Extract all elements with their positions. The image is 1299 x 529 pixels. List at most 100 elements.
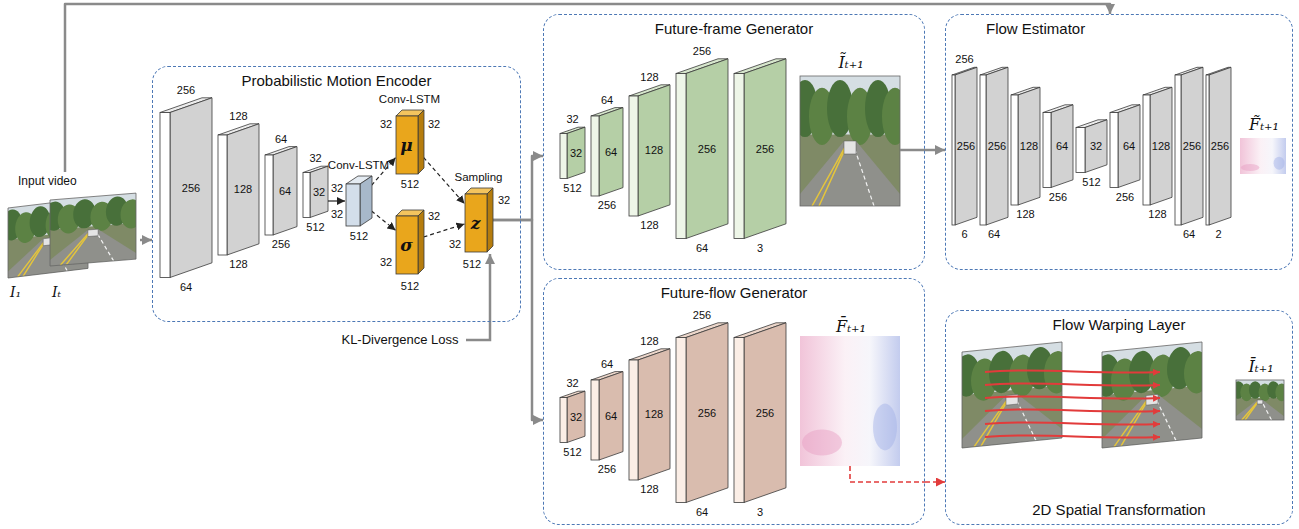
flow-image [800,336,900,466]
dimension-label: 128 [1020,140,1038,152]
layer-block [676,323,728,503]
drawing-part [88,229,98,236]
dimension-label: 32 [428,118,440,130]
drawing-part [955,67,977,225]
dimension-label: 512 [401,280,419,292]
drawing-part [686,59,728,239]
drawing-part [487,188,493,252]
drawing-part [273,147,297,235]
input-video: Input videoI₁Iₜ [4,172,140,306]
video-frame [790,76,910,206]
drawing-part [800,76,900,206]
drawing-part [1114,397,1149,447]
connector-arrow [65,4,1110,172]
warp-arrow [985,422,1160,424]
layer-block [560,127,585,178]
dimension-label: 32 [449,238,461,250]
conv-lstm-block: Conv-LSTM [346,176,372,226]
group-title: Probabilistic Motion Encoder [153,72,520,90]
variable-symbol: μ [396,134,418,154]
dimension-label: 128 [645,408,663,420]
drawing-part [599,108,623,196]
dimension-label: 512 [1082,175,1100,187]
layer-block [1110,105,1140,188]
drawing-part [1275,384,1284,402]
dimension-label: 128 [229,258,247,270]
drawing-part [560,398,567,443]
frame-lead-line [900,149,925,152]
dimension-label: 256 [698,407,716,419]
drawing-part [873,404,897,451]
generator-group: Future-flow GeneratorF̄ₜ₊₁ [543,278,925,525]
layer-block [629,85,670,216]
dimension-label: 64 [605,146,617,158]
dimension-label: 256 [598,463,616,475]
layer-block [1076,120,1107,173]
drawing-part [303,173,310,218]
drawing-part [986,67,1008,225]
drawing-part [981,397,1010,446]
drawing-part [591,116,599,196]
dimension-label: 256 [756,407,774,419]
dimension-label: 64 [1123,140,1135,152]
latent-block: Samplingz [465,188,493,252]
drawing-part [819,144,848,206]
drawing-part [465,194,487,252]
layer-block [218,124,259,255]
drawing-part [1102,342,1202,448]
drawing-part [1018,87,1040,205]
dimension-label: 32 [566,113,578,125]
drawing-part [160,113,170,278]
dimension-label: 6 [961,228,967,240]
drawing-part [1110,113,1118,188]
dimension-label: 256 [177,84,195,96]
drawing-part [1085,120,1107,173]
dimension-label: 128 [640,483,658,495]
drawing-part [1236,380,1284,420]
dimension-label: 512 [350,230,368,242]
drawing-part [800,141,900,206]
layer-block [1043,105,1073,188]
dimension-label: 512 [463,258,481,270]
dimension-label: 64 [1056,140,1068,152]
dimension-label: 64 [605,410,617,422]
loss-label: KL-Divergence Loss [341,333,458,347]
layer-block [303,166,328,217]
layer-block [734,323,786,503]
group-title: Flow Estimator [986,20,1085,38]
group-title: Flow Warping Layer [946,316,1292,334]
drawing-part [346,184,360,226]
dimension-label: 32 [570,147,582,159]
drawing-part [802,430,842,456]
dimension-label: 32 [331,208,343,220]
drawing-part [360,176,372,226]
dimension-label: 32 [566,377,578,389]
layer-block [1175,67,1203,225]
drawing-part [560,134,567,179]
flow-image [1240,138,1286,174]
dimension-label: 128 [640,71,658,83]
layer-name: Sampling [455,171,503,185]
dimension-label: 128 [1152,140,1170,152]
drawing-part [812,144,847,206]
drawing-part [1245,401,1259,420]
drawing-part [310,166,328,217]
drawing-part [66,231,91,265]
dimension-label: 256 [693,309,711,321]
drawing-part [1242,401,1259,420]
layer-block [160,98,212,278]
dimension-label: 32 [380,118,392,130]
dimension-label: 256 [1116,190,1134,202]
drawing-part [591,380,599,460]
dimension-label: 256 [1211,140,1229,152]
dimension-label: 256 [598,199,616,211]
drawing-part [567,391,585,442]
dimension-label: 256 [182,182,200,194]
dimension-label: 64 [696,505,708,517]
layer-name: Conv-LSTM [379,93,440,107]
layer-block [396,210,424,274]
dimension-label: 32 [313,186,325,198]
dimension-label: 256 [756,143,774,155]
drawing-part [962,342,1062,448]
sigma-block: σ [396,210,424,274]
